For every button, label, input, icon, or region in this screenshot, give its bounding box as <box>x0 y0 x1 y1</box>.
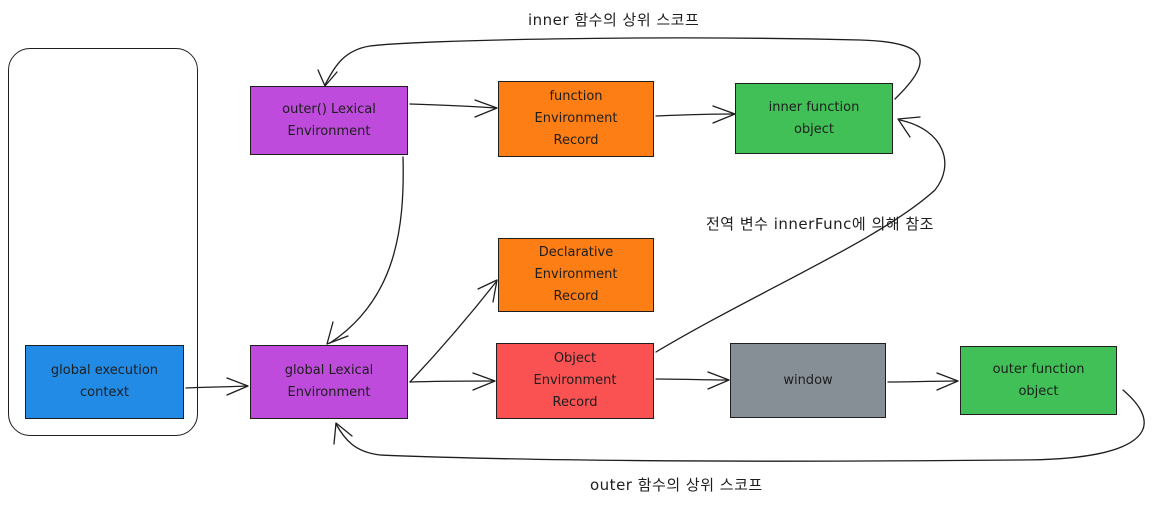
arrowhead <box>317 69 338 87</box>
arrow-global-env-to-declarative <box>409 281 497 383</box>
outer-scope-label-prefix: outer <box>590 476 633 494</box>
arrow-outer-env-to-function-record <box>409 103 496 109</box>
inner-scope-label-suffix: 함수의 상위 스코프 <box>569 11 700 29</box>
global-execution-context-box: global execution context <box>25 345 184 419</box>
global-ref-label-prefix: 전역 변수 <box>706 215 774 233</box>
global-lexical-environment-box: global Lexical Environment <box>250 345 408 419</box>
arrow-window-to-outer-object <box>887 380 958 383</box>
inner-scope-label: inner 함수의 상위 스코프 <box>528 9 699 30</box>
arrowhead <box>226 377 249 396</box>
arrowhead <box>897 116 921 138</box>
outer-lexical-environment-box: outer() Lexical Environment <box>250 86 408 155</box>
arrow-global-var-reference <box>655 119 946 353</box>
arrow-object-record-to-window <box>655 378 729 381</box>
outer-scope-label-suffix: 함수의 상위 스코프 <box>632 476 763 494</box>
arrowhead <box>326 321 349 345</box>
outer-scope-label: outer 함수의 상위 스코프 <box>590 474 763 495</box>
function-environment-record-box: function Environment Record <box>498 81 654 157</box>
arrowhead <box>707 371 730 390</box>
arrowhead <box>472 372 496 391</box>
arrow-outer-env-to-global-env <box>329 156 404 344</box>
arrowhead <box>474 99 498 118</box>
execution-context-stack <box>8 48 198 436</box>
inner-function-object-box: inner function object <box>735 83 893 154</box>
arrow-function-record-to-inner-object <box>655 113 734 117</box>
arrowhead <box>477 279 498 303</box>
arrowhead <box>333 422 353 445</box>
arrow-global-env-to-object-record <box>409 380 494 383</box>
window-box: window <box>730 343 886 418</box>
arrowhead <box>936 372 959 391</box>
arrowhead <box>712 105 736 124</box>
arrow-context-to-global-env <box>185 385 248 389</box>
inner-scope-label-prefix: inner <box>528 11 570 29</box>
arrow-outer-scope-curve <box>335 389 1145 462</box>
object-environment-record-box: Object Environment Record <box>496 343 654 419</box>
declarative-environment-record-box: Declarative Environment Record <box>498 238 654 312</box>
outer-function-object-box: outer function object <box>960 346 1117 415</box>
global-ref-label-suffix: 에 의해 참조 <box>851 215 934 233</box>
global-ref-label-var: innerFunc <box>773 215 852 233</box>
global-variable-reference-label: 전역 변수 innerFunc에 의해 참조 <box>706 213 934 234</box>
arrow-inner-scope-curve <box>324 37 921 100</box>
